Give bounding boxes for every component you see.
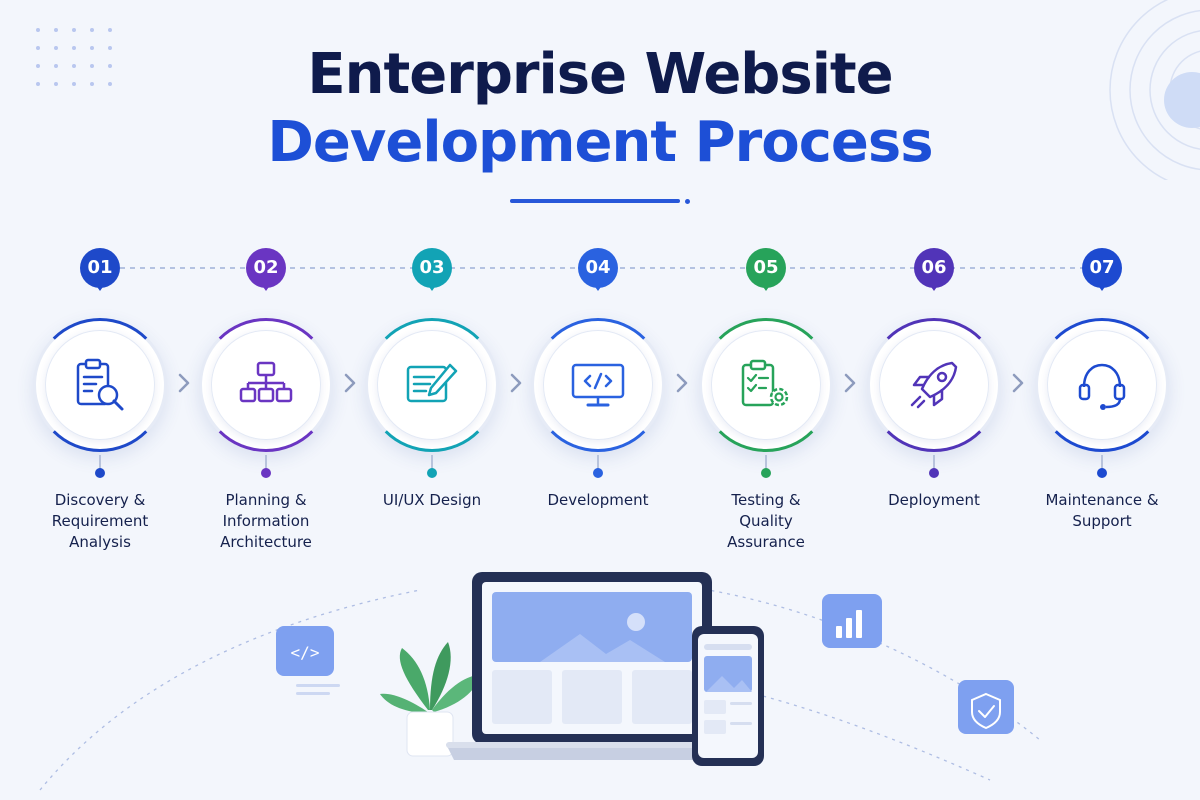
step-badge-pointer [761, 284, 771, 291]
plant-decoration [380, 642, 480, 757]
step-dot [761, 468, 771, 478]
step-label: Testing & Quality Assurance [727, 491, 805, 551]
svg-text:</>: </> [291, 643, 320, 662]
chevron-right-icon [178, 373, 190, 393]
security-shield-card-icon [958, 680, 1014, 734]
step-stem [933, 455, 935, 469]
step-stem [99, 455, 101, 469]
design-pencil-icon [406, 363, 458, 403]
chevron-right-icon [676, 373, 688, 393]
process-step: 02 Planning & Information Architecture [199, 248, 333, 558]
analytics-card-icon [822, 594, 882, 648]
page-title-line-2: Development Process [267, 110, 933, 175]
chevron-right-icon [1012, 373, 1024, 393]
step-icon-ring [699, 318, 833, 452]
step-badge-pointer [593, 284, 603, 291]
step-number-badge: 06 [914, 248, 954, 288]
step-badge-pointer [95, 284, 105, 291]
chevron-right-icon [844, 373, 856, 393]
code-monitor-icon [571, 363, 625, 407]
device-illustration: </> [39, 572, 1041, 791]
step-dot [261, 468, 271, 478]
checklist-gear-icon [741, 359, 789, 407]
clipboard-search-icon [76, 358, 124, 411]
step-badge-pointer [929, 284, 939, 291]
step-icon-ring [1035, 318, 1169, 452]
sitemap-icon [239, 361, 293, 403]
process-step: 03 UI/UX Design [365, 248, 499, 558]
step-badge-pointer [1097, 284, 1107, 291]
step-dot [427, 468, 437, 478]
process-step: 07 Maintenance & Support [1035, 248, 1169, 558]
chevron-right-icon [344, 373, 356, 393]
step-stem [431, 455, 433, 469]
step-icon-disc [879, 330, 989, 440]
step-label: UI/UX Design [382, 491, 482, 509]
step-number-badge: 07 [1082, 248, 1122, 288]
step-stem [265, 455, 267, 469]
page-title-line-1: Enterprise Website [307, 42, 893, 107]
step-dot [1097, 468, 1107, 478]
dot-grid-decoration [36, 28, 112, 86]
step-icon-disc [377, 330, 487, 440]
step-label: Development [547, 491, 649, 509]
step-stem [765, 455, 767, 469]
step-label: Deployment [888, 491, 980, 509]
step-icon-disc [211, 330, 321, 440]
step-icon-disc [45, 330, 155, 440]
arc-decoration [1109, 0, 1200, 180]
process-step: 06 Deployment [867, 248, 1001, 558]
phone-illustration [692, 626, 764, 766]
title-underline [510, 199, 680, 203]
step-label: Planning & Information Architecture [220, 491, 312, 551]
step-icon-ring [33, 318, 167, 452]
step-icon-disc [543, 330, 653, 440]
process-step: 04 Development [531, 248, 665, 558]
step-badge-pointer [261, 284, 271, 291]
step-icon-ring [531, 318, 665, 452]
process-step: 05 Testing & Quality Assurance [699, 248, 833, 558]
step-dot [593, 468, 603, 478]
step-dot [929, 468, 939, 478]
step-icon-ring [199, 318, 333, 452]
code-card-icon: </> [276, 626, 340, 695]
headset-icon [1078, 363, 1126, 410]
step-number-badge: 01 [80, 248, 120, 288]
step-number-badge: 05 [746, 248, 786, 288]
step-number-badge: 03 [412, 248, 452, 288]
step-label: Discovery & Requirement Analysis [51, 491, 149, 551]
step-label: Maintenance & Support [1045, 491, 1159, 530]
step-number-badge: 04 [578, 248, 618, 288]
step-icon-ring [867, 318, 1001, 452]
step-icon-disc [1047, 330, 1157, 440]
step-badge-pointer [427, 284, 437, 291]
step-number-badge: 02 [246, 248, 286, 288]
step-icon-disc [711, 330, 821, 440]
title-underline-dot [685, 199, 690, 204]
rocket-icon [910, 361, 958, 409]
laptop-illustration [446, 572, 738, 760]
process-step: 01 Discovery & Requirement Analysis [33, 248, 167, 558]
chevron-right-icon [510, 373, 522, 393]
step-icon-ring [365, 318, 499, 452]
step-stem [1101, 455, 1103, 469]
step-stem [597, 455, 599, 469]
step-dot [95, 468, 105, 478]
